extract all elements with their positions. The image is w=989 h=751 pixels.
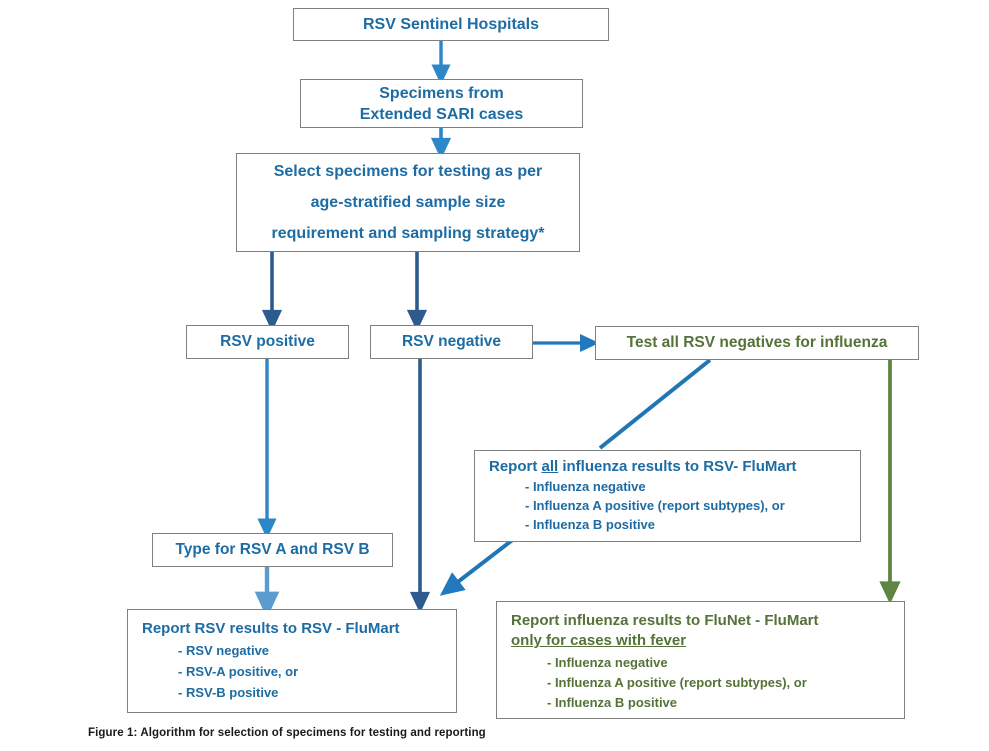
node-rsv-positive[interactable]: RSV positive — [186, 325, 349, 359]
node-label: RSV negative — [401, 333, 502, 350]
list-item: - Influenza A positive (report subtypes)… — [547, 675, 807, 690]
node-header: Report influenza results to FluNet - Flu… — [511, 611, 819, 651]
node-report-all-influenza-results-to-rsv-flumart[interactable]: Report all influenza results to RSV- Flu… — [474, 450, 861, 542]
node-bullet-list: - RSV negative - RSV-A positive, or - RS… — [142, 640, 298, 703]
node-label-line2: age-stratified sample size — [310, 194, 506, 211]
list-item: - RSV-B positive — [178, 685, 279, 700]
figure-caption: Figure 1: Algorithm for selection of spe… — [88, 727, 486, 739]
list-item: - RSV-A positive, or — [178, 664, 299, 679]
node-bullet-list: - Influenza negative - Influenza A posit… — [511, 653, 807, 713]
node-bullet-list: - Influenza negative - Influenza A posit… — [489, 477, 785, 534]
header-line2-emphasis: only for cases with fever — [511, 632, 687, 649]
node-label: RSV Sentinel Hospitals — [362, 15, 540, 33]
header-line1: Report influenza results to FluNet - Flu… — [511, 612, 819, 629]
list-item: - Influenza B positive — [525, 517, 656, 532]
list-item: - Influenza negative — [547, 655, 668, 670]
node-label-line3: requirement and sampling strategy* — [271, 225, 545, 242]
node-report-rsv-results-to-rsv-flumart[interactable]: Report RSV results to RSV - FluMart - RS… — [127, 609, 457, 713]
header-pre: Report — [489, 458, 542, 475]
node-header: Report RSV results to RSV - FluMart — [142, 620, 400, 637]
header-post: influenza results to RSV- FluMart — [558, 458, 797, 475]
node-rsv-negative[interactable]: RSV negative — [370, 325, 533, 359]
node-header: Report all influenza results to RSV- Flu… — [489, 458, 797, 475]
node-rsv-sentinel-hospitals[interactable]: RSV Sentinel Hospitals — [293, 8, 609, 41]
node-label-line2: Extended SARI cases — [359, 105, 524, 123]
node-label-line1: Select specimens for testing as per — [273, 163, 543, 180]
node-label: Test all RSV negatives for influenza — [626, 334, 888, 351]
node-select-specimens-for-testing[interactable]: Select specimens for testing as per age-… — [236, 153, 580, 252]
header-emphasis-all: all — [541, 458, 559, 475]
node-specimens-from-extended-sari-cases[interactable]: Specimens from Extended SARI cases — [300, 79, 583, 128]
node-label: RSV positive — [220, 333, 315, 350]
connector-report-influenza-to-report-rsv — [439, 536, 517, 596]
list-item: - Influenza B positive — [547, 695, 678, 710]
list-item: - RSV negative — [178, 643, 270, 658]
node-label: Type for RSV A and RSV B — [175, 541, 370, 558]
node-type-for-rsv-a-and-rsv-b[interactable]: Type for RSV A and RSV B — [152, 533, 393, 567]
node-test-all-rsv-negatives-for-influenza[interactable]: Test all RSV negatives for influenza — [595, 326, 919, 360]
connector-test-all-to-report-influenza — [598, 358, 712, 450]
list-item: - Influenza negative — [525, 479, 646, 494]
node-label-line1: Specimens from — [379, 84, 504, 102]
node-report-influenza-results-to-flunet-flumart[interactable]: Report influenza results to FluNet - Flu… — [496, 601, 905, 719]
list-item: - Influenza A positive (report subtypes)… — [525, 498, 785, 513]
